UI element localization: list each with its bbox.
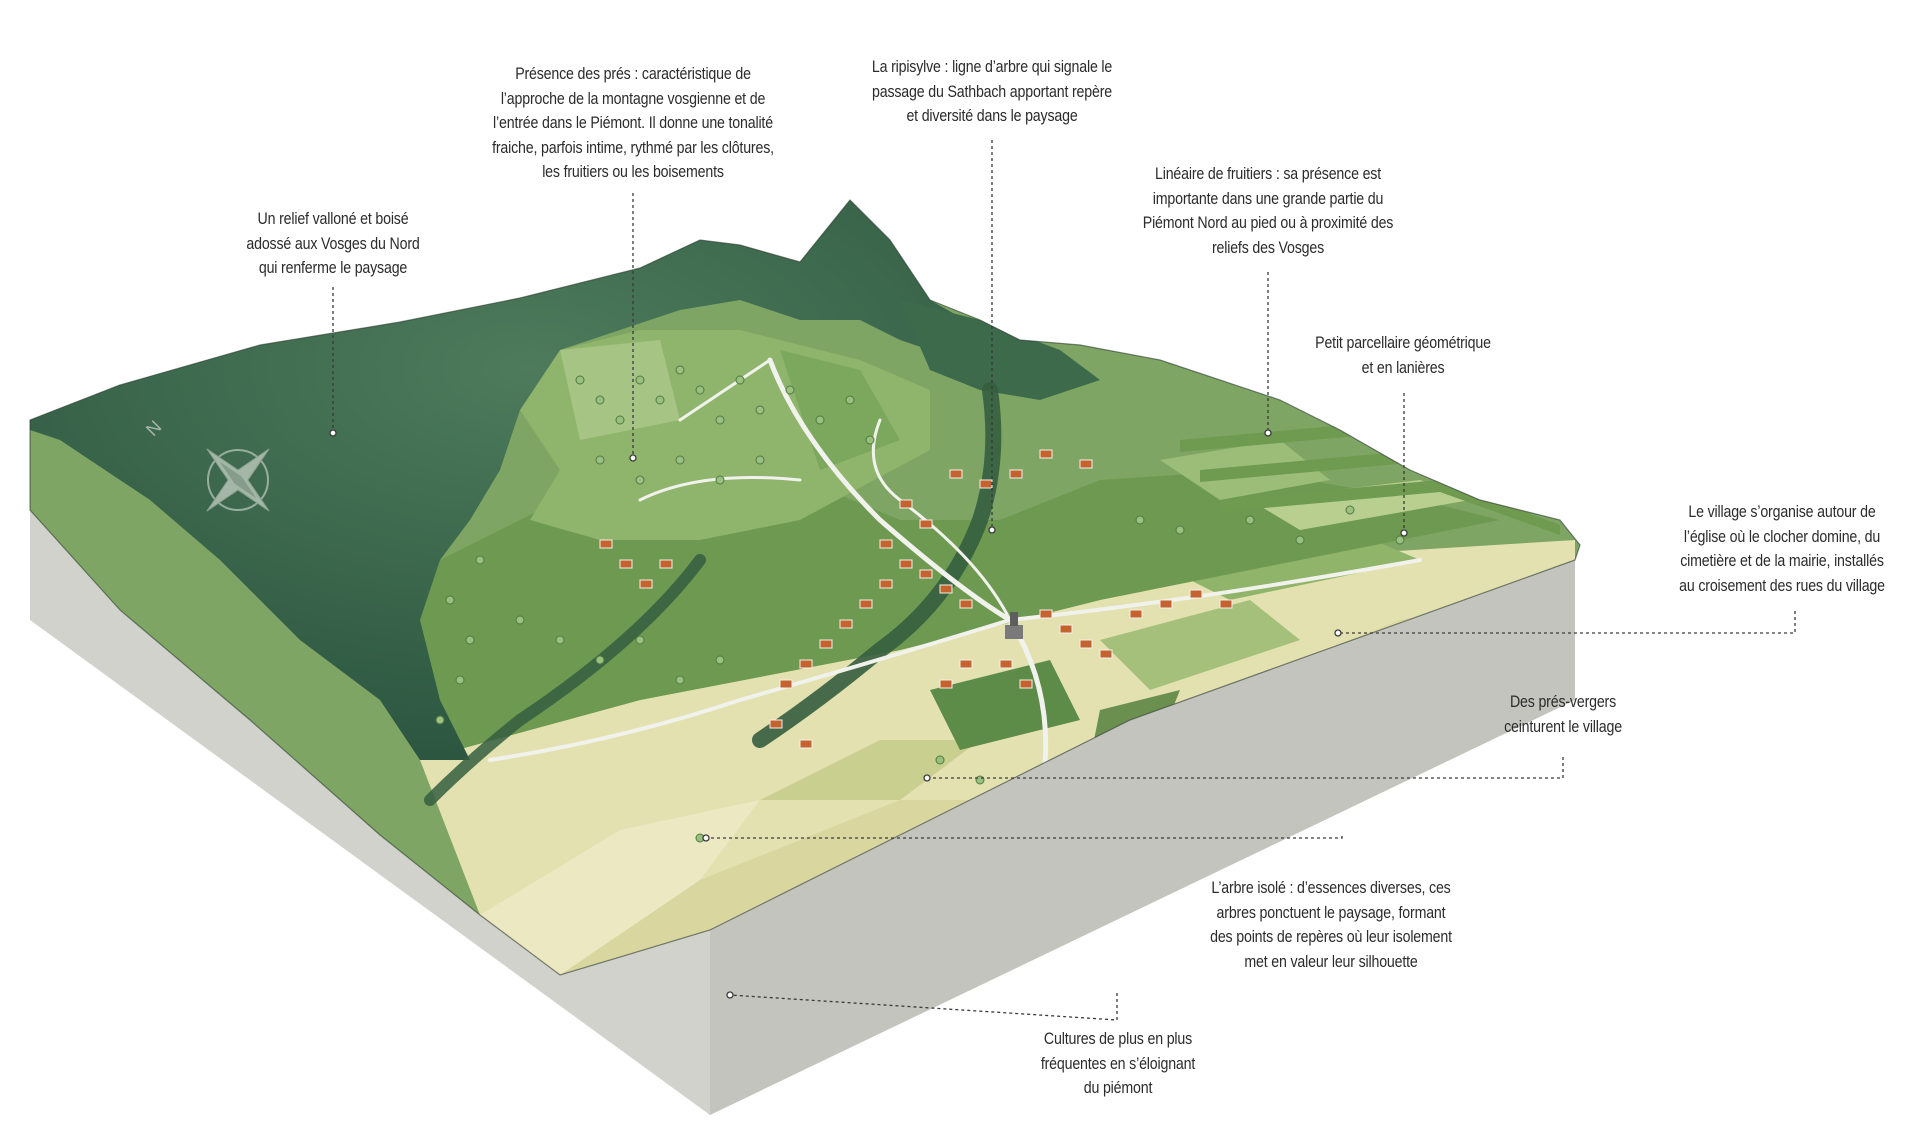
compass-rose-icon: [206, 448, 270, 512]
church: [1005, 625, 1023, 639]
forest-relief: [30, 200, 1060, 760]
ripisylve-line: [424, 554, 706, 806]
annotation-cultures: Cultures de plus en plus fréquentes en s…: [1040, 1030, 1196, 1097]
crop-field: [760, 740, 980, 800]
block-side-left: [30, 420, 710, 1115]
annotation-fruitiers: Linéaire de fruitiers : sa présence est …: [1142, 165, 1394, 257]
annotation-ripisylve: La ripisylve : ligne d’arbre qui signale…: [871, 58, 1113, 125]
leader-lines: [332, 140, 1796, 1021]
annotation-village: Le village s’organise autour de l’église…: [1679, 503, 1885, 595]
annotation-arbre-isole: L’arbre isolé : d’essences diverses, ces…: [1210, 879, 1452, 971]
church-steeple: [1010, 612, 1018, 626]
crop-field: [480, 800, 760, 975]
village-houses: [599, 449, 1233, 749]
block-side-front: [710, 560, 1575, 1115]
wooded-slope: [900, 300, 1100, 400]
block-top-outline: [29, 199, 1581, 976]
crop-field: [1100, 600, 1300, 690]
meadow-area: [380, 470, 1500, 760]
orchard-trees: [435, 365, 1405, 843]
meadow-patch: [560, 340, 680, 440]
ripisylve-line: [752, 382, 1002, 748]
annotation-relief: Un relief valloné et boisé adossé aux Vo…: [246, 210, 420, 277]
leader-endpoints: [329, 429, 1408, 999]
annotation-pres: Présence des prés : caractéristique de l…: [492, 65, 774, 181]
annotation-pres-vergers: Des prés-vergers ceinturent le village: [1504, 693, 1622, 736]
annotation-parcellaire: Petit parcellaire géométrique et en lani…: [1315, 334, 1491, 377]
meadow-patch: [930, 660, 1080, 750]
